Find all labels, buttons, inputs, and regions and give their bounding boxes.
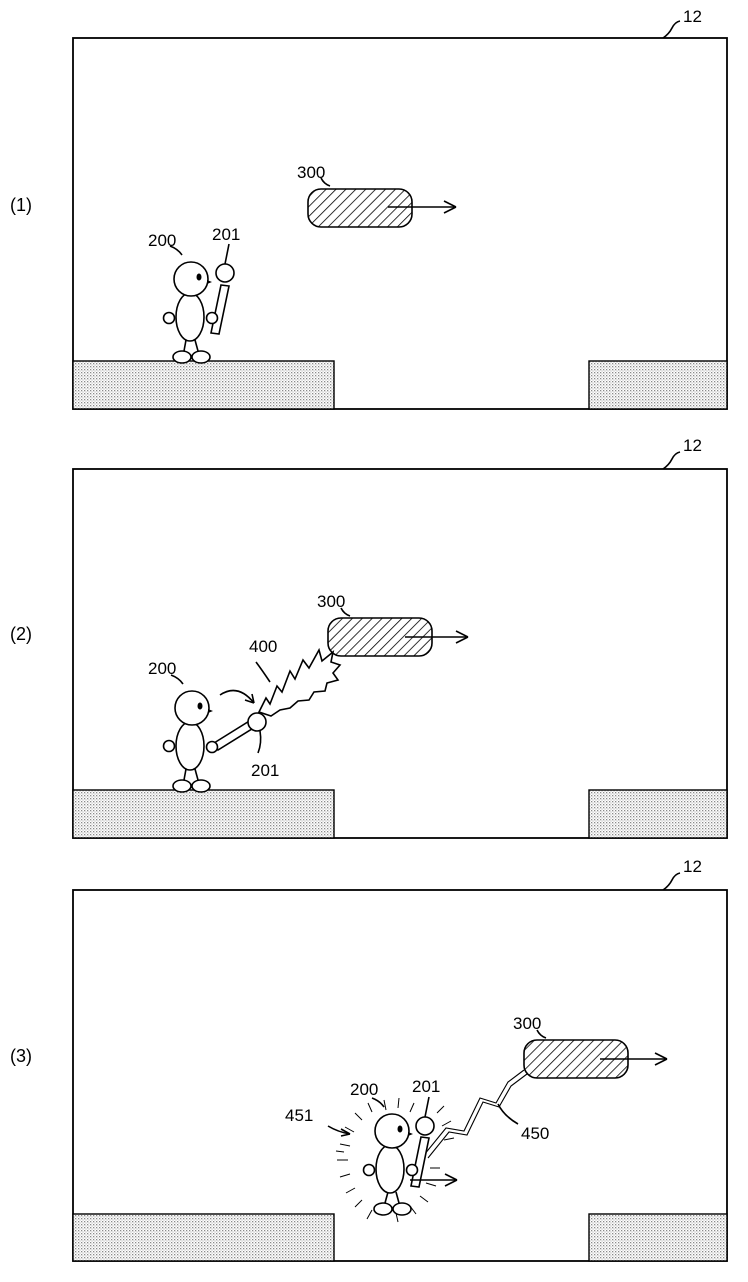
target-ref-label: 300 bbox=[297, 163, 325, 182]
step-label: (1) bbox=[10, 195, 32, 215]
step-label: (2) bbox=[10, 624, 32, 644]
ground-left bbox=[73, 361, 334, 409]
effect-ref-label: 400 bbox=[249, 637, 277, 656]
glow-ref-label: 451 bbox=[285, 1106, 313, 1125]
screen-ref-label: 12 bbox=[683, 436, 702, 455]
screen-ref-label: 12 bbox=[683, 7, 702, 26]
character-ref-label: 200 bbox=[148, 231, 176, 250]
ground-left bbox=[73, 1214, 334, 1261]
ground-right bbox=[589, 790, 727, 838]
target-ref-label: 300 bbox=[317, 592, 345, 611]
target-ref-label: 300 bbox=[513, 1014, 541, 1033]
panel-1: (1) 12 300 200 bbox=[10, 7, 727, 409]
character-ref-label: 200 bbox=[350, 1080, 378, 1099]
ground-left bbox=[73, 790, 334, 838]
panel-3: (3) 12 300 450 bbox=[10, 857, 727, 1261]
item-ref-label: 201 bbox=[412, 1077, 440, 1096]
link-ref-label: 450 bbox=[521, 1124, 549, 1143]
item-ref-label: 201 bbox=[212, 225, 240, 244]
character-ref-label: 200 bbox=[148, 659, 176, 678]
panel-2: (2) 12 300 400 bbox=[10, 436, 727, 838]
ground-right bbox=[589, 1214, 727, 1261]
item-ref-label: 201 bbox=[251, 761, 279, 780]
screen-ref-callout: 12 bbox=[663, 857, 702, 890]
screen-ref-callout: 12 bbox=[663, 7, 702, 38]
step-label: (3) bbox=[10, 1046, 32, 1066]
screen-ref-label: 12 bbox=[683, 857, 702, 876]
ground-right bbox=[589, 361, 727, 409]
screen-ref-callout: 12 bbox=[663, 436, 702, 469]
